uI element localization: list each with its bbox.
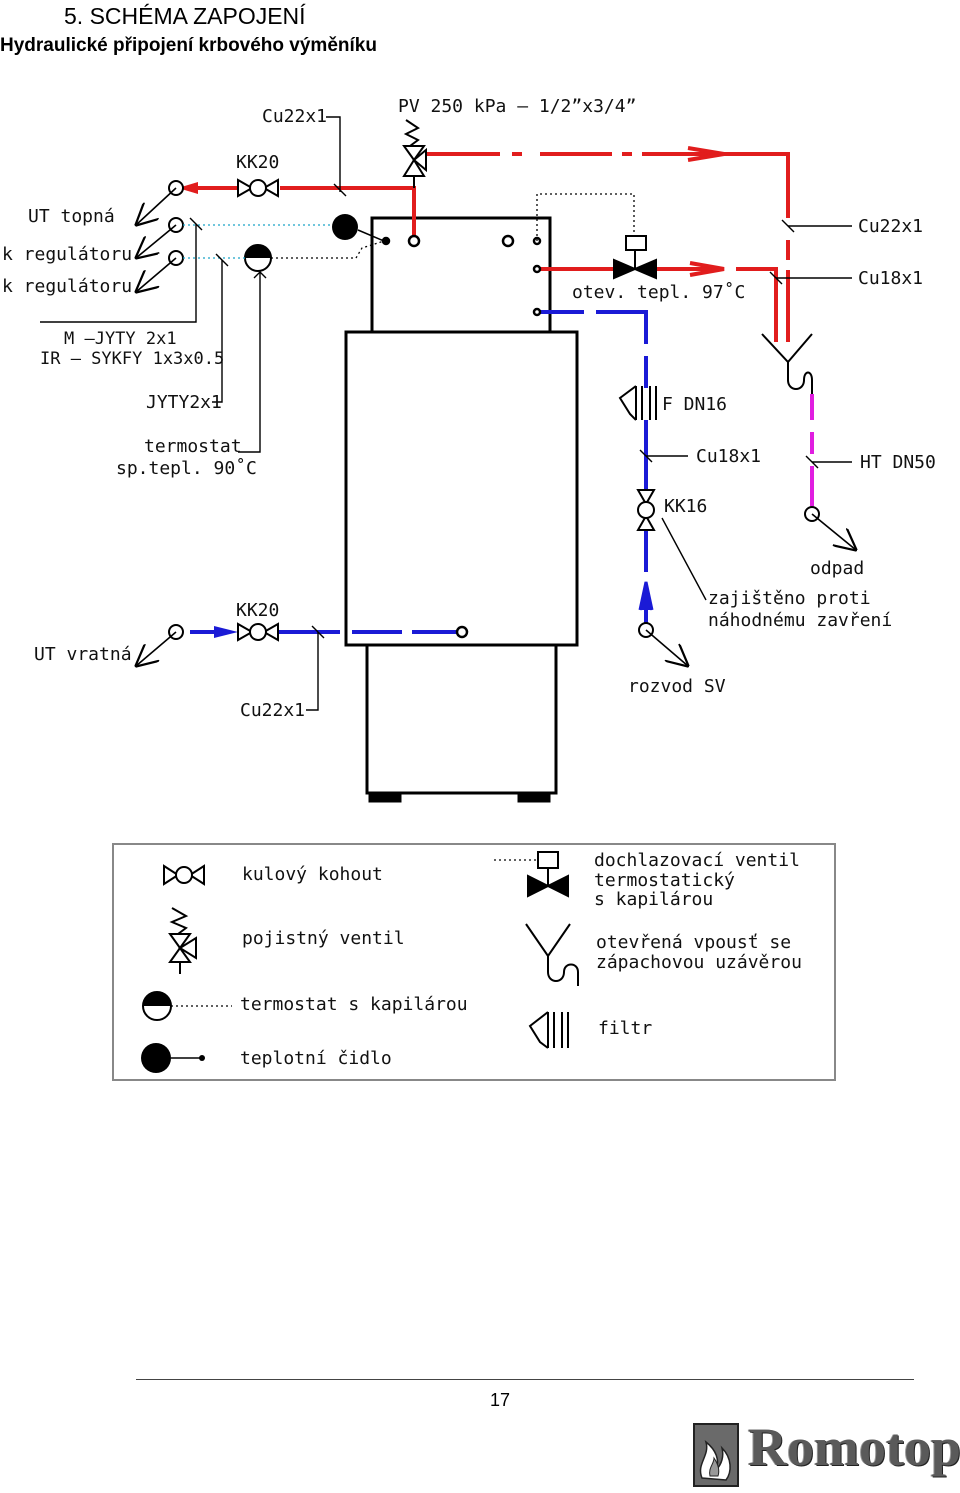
label-k-regulatoru-2: k regulátoru xyxy=(2,276,132,297)
legend-cooling-valve-line2: termostatický xyxy=(594,870,735,891)
label-jyty: JYTY2x1 xyxy=(146,392,222,413)
filter-symbol xyxy=(618,385,657,421)
legend-ball-valve-icon xyxy=(163,864,205,886)
label-cu18x1-right: Cu18x1 xyxy=(858,268,923,289)
label-ut-vratna: UT vratná xyxy=(34,644,132,665)
hot-arrow-right-2 xyxy=(689,261,725,277)
flame-logo-icon xyxy=(693,1423,739,1487)
hot-arrow-left xyxy=(178,182,198,194)
label-ut-topna: UT topná xyxy=(28,206,115,227)
label-kk20-top: KK20 xyxy=(236,152,279,173)
label-pv: PV 250 kPa – 1/2”x3/4” xyxy=(398,96,636,117)
label-termostat: termostat xyxy=(144,436,242,457)
label-otev-tepl: otev. tepl. 97˚C xyxy=(572,282,745,303)
legend-temperature-sensor-icon xyxy=(141,1043,205,1073)
footer-divider xyxy=(136,1379,914,1380)
legend-cooling-valve-line1: dochlazovací ventil xyxy=(594,850,800,871)
ball-valve-kk16 xyxy=(636,489,656,531)
section-title: 5. SCHÉMA ZAPOJENÍ xyxy=(64,3,306,29)
stove-ports xyxy=(381,234,542,639)
label-cu18x1-mid: Cu18x1 xyxy=(696,446,761,467)
legend-filter-label: filtr xyxy=(598,1018,652,1039)
legend-open-drain-icon xyxy=(525,923,579,986)
label-odpad: odpad xyxy=(810,558,864,579)
stove-body xyxy=(344,216,579,803)
legend-open-drain-line2: zápachovou uzávěrou xyxy=(596,952,802,973)
hot-supply-pipe xyxy=(198,152,790,342)
romotop-logo: Romotop xyxy=(692,1416,960,1490)
open-drain xyxy=(761,333,813,394)
ball-valve-kk20-bottom xyxy=(237,622,279,642)
legend-capillary-thermostat-icon xyxy=(142,991,232,1021)
legend-open-drain-line1: otevřená vpousť se xyxy=(596,932,791,953)
label-f-dn16: F DN16 xyxy=(662,394,727,415)
cold-arrow-right xyxy=(214,626,238,638)
safety-valve-pv xyxy=(402,119,427,188)
sensor-leads xyxy=(183,224,332,259)
legend-capillary-thermostat-label: termostat s kapilárou xyxy=(240,994,468,1015)
label-rozvod-sv: rozvod SV xyxy=(628,676,726,697)
hot-arrow-right xyxy=(687,146,725,162)
legend-safety-valve-label: pojistný ventil xyxy=(242,928,405,949)
logo-wordmark: Romotop xyxy=(748,1417,960,1477)
label-cable-ir: IR – SYKFY 1x3x0.5 xyxy=(40,349,224,369)
label-cu22x1-right: Cu22x1 xyxy=(858,216,923,237)
cooling-valve xyxy=(613,235,657,280)
temperature-sensor xyxy=(332,214,358,240)
label-kk20-bottom: KK20 xyxy=(236,600,279,621)
label-kk16: KK16 xyxy=(664,496,707,517)
leader-lines xyxy=(40,116,852,711)
page-number: 17 xyxy=(489,1390,511,1410)
legend: kulový kohout pojistný ventil termostat … xyxy=(112,843,836,1081)
legend-cooling-valve-icon xyxy=(494,851,569,898)
label-k-regulatoru-1: k regulátoru xyxy=(2,244,132,265)
hydraulic-diagram: Cu22x1 PV 250 kPa – 1/2”x3/4” KK20 UT to… xyxy=(2,96,936,1081)
label-ht-dn50: HT DN50 xyxy=(860,452,936,473)
label-cu22x1-bottom: Cu22x1 xyxy=(240,700,305,721)
legend-filter-icon xyxy=(528,1011,569,1049)
ball-valve-kk20-top xyxy=(237,178,279,198)
label-cable-m: M –JYTY 2x1 xyxy=(64,329,177,349)
legend-temperature-sensor-label: teplotní čidlo xyxy=(240,1048,392,1069)
label-zajisteno-2: náhodnému zavření xyxy=(708,610,892,631)
direction-arrows xyxy=(136,187,856,666)
capillary-dotted xyxy=(536,193,635,241)
legend-safety-valve-icon xyxy=(168,907,197,974)
label-sp-tepl: sp.tepl. 90˚C xyxy=(116,458,257,479)
label-zajisteno-1: zajištěno proti xyxy=(708,588,871,609)
capillary-thermostat xyxy=(244,240,385,272)
legend-ball-valve-label: kulový kohout xyxy=(242,864,383,885)
label-cu22x1-top: Cu22x1 xyxy=(262,106,327,127)
page-subtitle: Hydraulické připojení krbového výměníku xyxy=(0,35,377,56)
legend-cooling-valve-line3: s kapilárou xyxy=(594,889,713,910)
cold-arrow-up xyxy=(638,581,654,611)
